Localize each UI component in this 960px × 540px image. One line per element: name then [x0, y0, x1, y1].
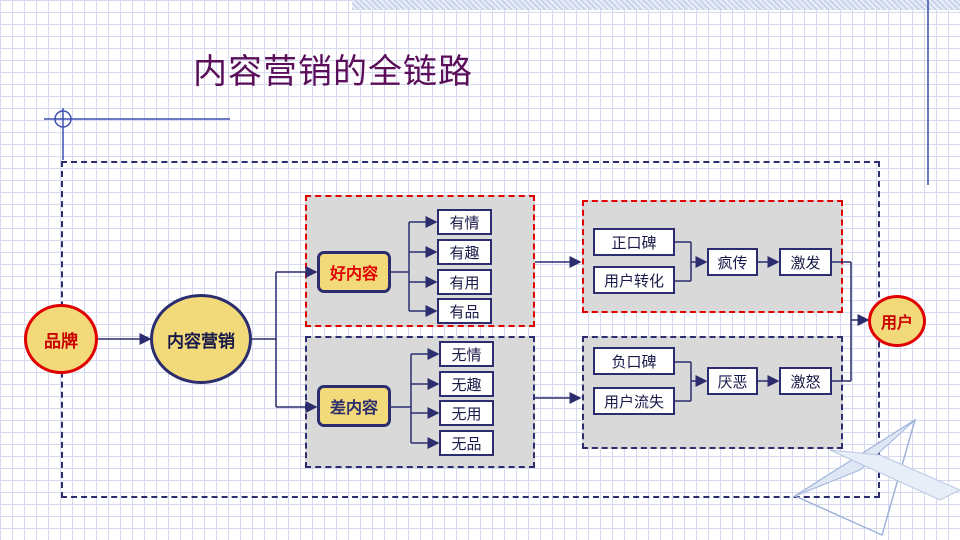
viral-spread-box: 疯传: [707, 248, 758, 276]
good-attribute: 有用: [437, 269, 492, 295]
anger-box: 激怒: [779, 367, 832, 395]
bad-attribute: 无品: [439, 430, 494, 456]
content-marketing-node: 内容营销: [150, 294, 252, 384]
user-node: 用户: [868, 295, 926, 347]
bad-content-node: 差内容: [317, 385, 391, 427]
user-churn-box: 用户流失: [593, 387, 675, 415]
inspire-box: 激发: [779, 248, 832, 276]
good-attribute: 有趣: [437, 239, 492, 265]
bad-attribute: 无用: [439, 400, 494, 426]
bad-attribute: 无趣: [439, 371, 494, 397]
page-title: 内容营销的全链路: [193, 52, 473, 92]
disgust-box: 厌恶: [707, 367, 758, 395]
positive-wom-box: 正口碑: [593, 228, 675, 256]
negative-wom-box: 负口碑: [593, 347, 675, 375]
brand-node: 品牌: [24, 304, 98, 374]
user-conversion-box: 用户转化: [593, 266, 675, 294]
good-attribute: 有品: [437, 298, 492, 324]
top-decorative-band: [352, 0, 960, 10]
good-attribute: 有情: [437, 209, 492, 235]
good-content-node: 好内容: [317, 251, 391, 293]
bad-attribute: 无情: [439, 341, 494, 367]
